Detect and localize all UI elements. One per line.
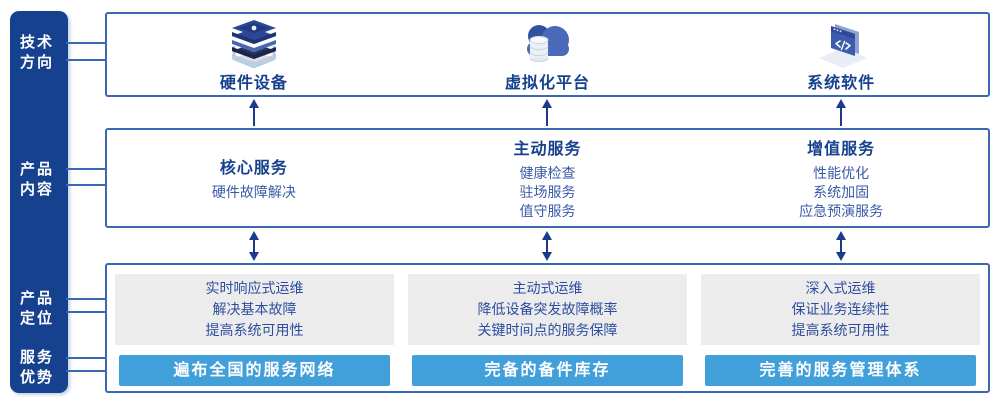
connector-line xyxy=(66,168,107,170)
service-item: 值守服务 xyxy=(519,203,576,219)
positioning-point: 解决基本故障 xyxy=(212,301,297,317)
double-arrow xyxy=(249,231,259,261)
positioning-panel: 实时响应式运维 解决基本故障 提高系统可用性 xyxy=(115,274,394,345)
service-item: 硬件故障解决 xyxy=(211,184,296,200)
code-window-icon xyxy=(819,24,868,68)
tech-item-hardware: 硬件设备 xyxy=(107,14,401,95)
connector-line xyxy=(66,298,107,300)
service-item: 健康检查 xyxy=(519,165,576,181)
tech-item-virtualization: 虚拟化平台 xyxy=(401,14,695,95)
connector-line xyxy=(66,357,107,359)
positioning-point: 关键时间点的服务保障 xyxy=(477,322,618,338)
connector-line xyxy=(66,311,107,313)
positioning-point: 深入式运维 xyxy=(805,280,876,296)
service-column-title: 主动服务 xyxy=(513,141,582,158)
category-sidebar: 技术 方向 产品 内容 产品 定位 服务 优势 xyxy=(10,11,68,393)
up-arrow xyxy=(836,99,846,126)
service-column-title: 增值服务 xyxy=(807,141,876,158)
sidebar-label-line: 服务 xyxy=(20,349,55,366)
advantage-bar: 完备的备件库存 xyxy=(412,355,683,386)
positioning-panel: 主动式运维 降低设备突发故障概率 关键时间点的服务保障 xyxy=(408,274,687,345)
server-stack-icon xyxy=(231,20,276,68)
tech-direction-box: 硬件设备 虚拟化平台 xyxy=(105,12,990,97)
service-item: 性能优化 xyxy=(813,165,870,181)
service-column-core: 核心服务 硬件故障解决 xyxy=(107,130,401,226)
sidebar-label-line: 产品 xyxy=(20,161,55,178)
connector-line xyxy=(66,59,107,61)
sidebar-label-line: 产品 xyxy=(20,290,55,307)
sidebar-label-line: 技术 xyxy=(20,34,55,51)
cloud-database-icon xyxy=(527,25,570,63)
tech-item-label: 系统软件 xyxy=(807,75,876,92)
positioning-point: 提高系统可用性 xyxy=(791,322,890,338)
advantage-bar: 完善的服务管理体系 xyxy=(705,355,976,386)
positioning-column-indepth: 深入式运维 保证业务连续性 提高系统可用性 完善的服务管理体系 xyxy=(701,274,980,386)
connector-line xyxy=(66,42,107,44)
tech-item-label: 虚拟化平台 xyxy=(504,75,590,92)
sidebar-label-line: 优势 xyxy=(20,369,55,386)
product-content-box: 核心服务 硬件故障解决 主动服务 健康检查 驻场服务 值守服务 增值服务 性能优… xyxy=(105,128,990,228)
positioning-panel: 深入式运维 保证业务连续性 提高系统可用性 xyxy=(701,274,980,345)
sidebar-label-line: 定位 xyxy=(20,310,55,327)
tech-item-system-software: 系统软件 xyxy=(694,14,988,95)
positioning-point: 保证业务连续性 xyxy=(791,301,890,317)
sidebar-label-line: 内容 xyxy=(20,181,55,198)
positioning-point: 主动式运维 xyxy=(512,280,583,296)
advantage-bar: 遍布全国的服务网络 xyxy=(119,355,390,386)
sidebar-label-service-advantage: 服务 优势 xyxy=(20,348,68,388)
positioning-column-proactive: 主动式运维 降低设备突发故障概率 关键时间点的服务保障 完备的备件库存 xyxy=(408,274,687,386)
sidebar-label-tech-direction: 技术 方向 xyxy=(20,33,68,73)
service-item: 系统加固 xyxy=(813,184,870,200)
sidebar-label-product-content: 产品 内容 xyxy=(20,160,68,200)
positioning-point: 提高系统可用性 xyxy=(205,322,304,338)
service-item: 应急预演服务 xyxy=(799,203,884,219)
service-column-title: 核心服务 xyxy=(219,160,288,177)
up-arrow xyxy=(249,99,259,126)
up-arrow xyxy=(542,99,552,126)
positioning-advantage-box: 实时响应式运维 解决基本故障 提高系统可用性 遍布全国的服务网络 主动式运维 降… xyxy=(105,263,990,393)
sidebar-label-line: 方向 xyxy=(20,54,55,71)
service-column-value-added: 增值服务 性能优化 系统加固 应急预演服务 xyxy=(694,130,988,226)
service-item: 驻场服务 xyxy=(519,184,576,200)
double-arrow xyxy=(542,231,552,261)
double-arrow xyxy=(836,231,846,261)
positioning-point: 降低设备突发故障概率 xyxy=(477,301,618,317)
connector-line xyxy=(66,370,107,372)
service-column-proactive: 主动服务 健康检查 驻场服务 值守服务 xyxy=(401,130,695,226)
sidebar-label-product-positioning: 产品 定位 xyxy=(20,289,68,329)
tech-item-label: 硬件设备 xyxy=(219,75,288,92)
connector-line xyxy=(66,184,107,186)
positioning-column-realtime: 实时响应式运维 解决基本故障 提高系统可用性 遍布全国的服务网络 xyxy=(115,274,394,386)
positioning-point: 实时响应式运维 xyxy=(205,280,304,296)
